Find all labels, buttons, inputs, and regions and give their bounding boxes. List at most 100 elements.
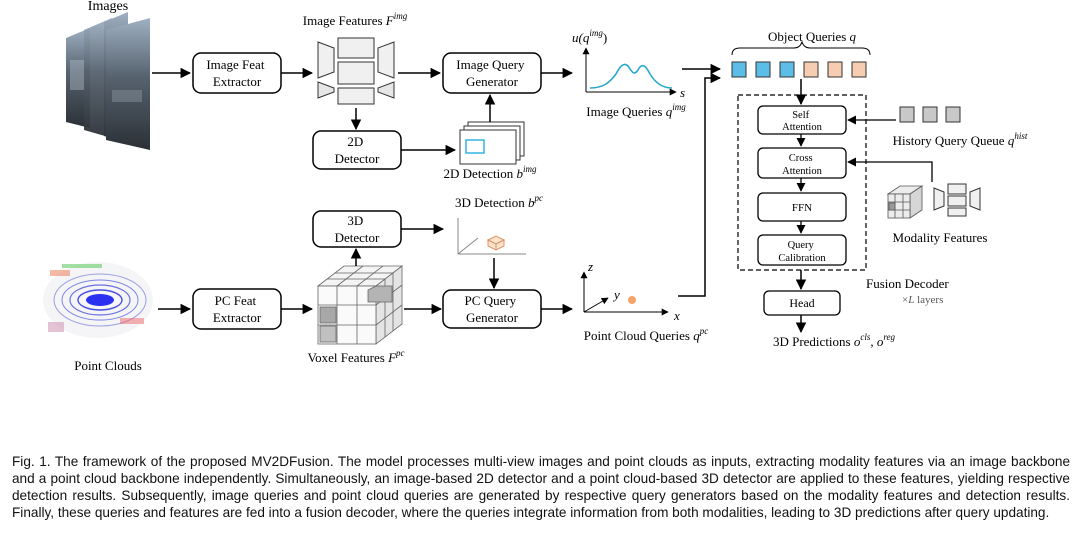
query-calibration-line1: Query (788, 240, 815, 251)
detection-3d-sup: pc (533, 193, 543, 203)
pc-query-point (628, 296, 636, 304)
images-label: Images (88, 0, 128, 14)
history-queue-var: q (1008, 133, 1015, 148)
point-clouds-label: Point Clouds (74, 358, 142, 373)
s-axis-label: s (680, 85, 685, 100)
image-queries-label: Image Queries qimg (586, 102, 686, 119)
object-queries-text: Object Queries (768, 29, 850, 44)
pc-feat-extractor-line1: PC Feat (215, 293, 257, 308)
voxel-features-icon (316, 265, 404, 345)
self-attention-line2: Attention (782, 122, 822, 133)
detector-3d-line1: 3D (347, 213, 363, 228)
image-query-cell (755, 61, 771, 78)
fusion-decoder-box (737, 94, 867, 271)
head-box (763, 290, 841, 316)
image-queries-var: q (666, 104, 673, 119)
detector-2d-line2: Detector (335, 151, 380, 166)
svg-text:PC Feat Extractor: PC Feat Extractor (213, 293, 262, 325)
detector-2d-line1: 2D (347, 134, 363, 149)
image-features-icon (317, 37, 395, 105)
predictions-3d-text: 3D Predictions (773, 334, 854, 349)
image-query-distribution-curve (589, 63, 673, 89)
svg-text:PC Query Generator: PC Query Generator (465, 293, 520, 325)
query-calibration-line2: Calibration (778, 253, 826, 264)
pc-query-generator-line2: Generator (466, 310, 519, 325)
ffn-label: FFN (792, 202, 812, 214)
u-axis-pre: u( (572, 30, 584, 45)
layers-label: ×L layers (902, 294, 943, 306)
pc-feat-extractor-line2: Extractor (213, 310, 262, 325)
pc-query-cell (803, 61, 819, 78)
svg-text:Query Calibration: Query Calibration (778, 240, 826, 264)
image-queries-text: Image Queries (586, 104, 665, 119)
image-query-generator-line1: Image Query (456, 57, 525, 72)
svg-text:3D Detector: 3D Detector (335, 213, 380, 245)
history-queue-sup: hist (1014, 131, 1028, 141)
image-query-cell (779, 61, 795, 78)
cross-attention-line1: Cross (789, 153, 813, 164)
pc-query-cell (827, 61, 843, 78)
pc-query-cell (851, 61, 867, 78)
point-cloud-queries-label: Point Cloud Queries qpc (584, 326, 708, 343)
image-features-label: Image Features Fimg (303, 11, 408, 28)
image-feat-extractor-line1: Image Feat (206, 57, 265, 72)
predictions-3d-sup1: cls (860, 332, 870, 342)
object-queries-var: q (850, 29, 857, 44)
voxel-features-sup: pc (395, 348, 405, 358)
detector-3d-line2: Detector (335, 230, 380, 245)
multi-view-images (66, 12, 150, 150)
detection-2d-icon (459, 121, 525, 165)
self-attention-box (757, 105, 847, 135)
image-feat-extractor-line2: Extractor (213, 74, 262, 89)
detection-2d-text: 2D Detection (444, 166, 517, 181)
voxel-features-text: Voxel Features (307, 350, 388, 365)
pc-queries-text: Point Cloud Queries (584, 328, 693, 343)
detection-3d-axes (457, 218, 526, 255)
image-features-var: F (385, 13, 395, 28)
predictions-3d-sep: , (870, 334, 877, 349)
svg-text:Image Feat Extractor: Image Feat Extractor (206, 57, 267, 89)
layers-var: L (907, 294, 914, 306)
predictions-3d-var1: o (854, 334, 861, 349)
detection-2d-sup: img (523, 164, 537, 174)
caption-text: The framework of the proposed MV2DFusion… (12, 454, 1071, 520)
caption-label: Fig. 1. (12, 454, 51, 469)
u-axis-post: ) (603, 30, 607, 45)
pc-query-generator-line1: PC Query (465, 293, 517, 308)
image-queries-sup: img (672, 102, 686, 112)
y-axis-label: y (612, 287, 620, 302)
svg-text:Image Query Generator: Image Query Generator (456, 57, 527, 89)
svg-text:2D Detector: 2D Detector (335, 134, 380, 166)
modality-pyramid-icon (933, 183, 981, 217)
detection-2d-label: 2D Detection bimg (444, 164, 537, 181)
detection-3d-text: 3D Detection (455, 195, 528, 210)
cross-attention-box (757, 147, 847, 179)
point-cloud-image (43, 262, 153, 338)
svg-text:Cross Attention: Cross Attention (782, 153, 822, 177)
detection-2d-box-mark (465, 139, 485, 154)
x-axis-label: x (673, 308, 680, 323)
image-features-text: Image Features (303, 13, 386, 28)
detection-3d-var: b (528, 195, 535, 210)
layers-post: layers (914, 294, 943, 306)
object-queries-brace (731, 40, 871, 56)
modality-voxel-icon (886, 185, 924, 219)
head-label: Head (789, 296, 814, 310)
predictions-3d-var2: o (877, 334, 884, 349)
predictions-3d-label: 3D Predictions ocls, oreg (773, 332, 896, 349)
object-query-cells (731, 61, 867, 78)
predictions-3d-sup2: reg (883, 332, 895, 342)
u-axis-label: u(qimg) (572, 28, 607, 45)
image-query-cell (731, 61, 747, 78)
layers-pre: × (902, 294, 908, 306)
detection-3d-box-mark (486, 235, 506, 251)
ffn-box (757, 192, 847, 222)
history-query-cells (899, 106, 961, 123)
detection-3d-label: 3D Detection bpc (455, 193, 543, 210)
u-axis-sup: img (589, 28, 603, 38)
svg-text:Self Attention: Self Attention (782, 110, 822, 133)
history-query-queue-label: History Query Queue qhist (893, 131, 1028, 148)
image-query-generator-line2: Generator (466, 74, 519, 89)
voxel-features-var: F (387, 350, 397, 365)
image-features-sup: img (394, 11, 408, 21)
